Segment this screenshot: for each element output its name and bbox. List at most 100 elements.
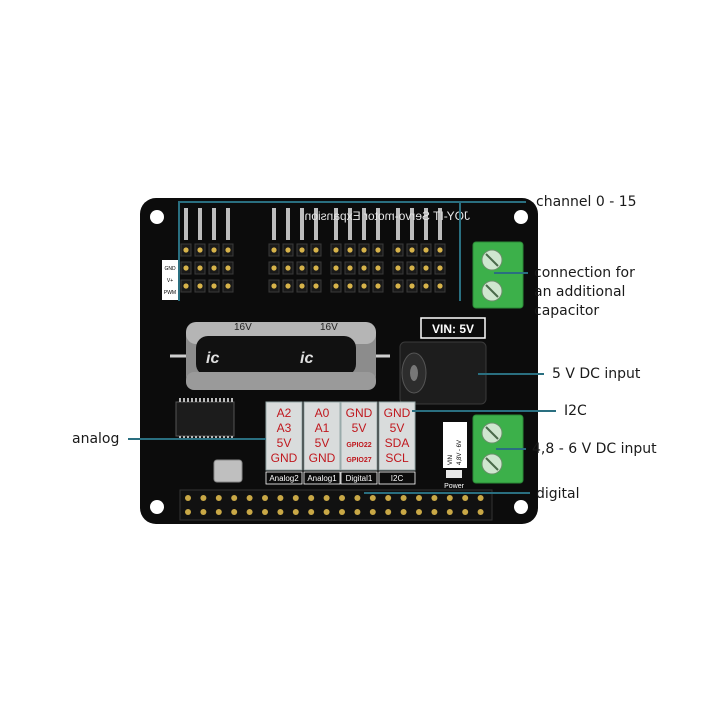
servo-channel-pin-column <box>296 208 308 293</box>
servo-channel-pin-column <box>406 208 418 293</box>
leader-digital <box>364 492 530 494</box>
power-label: Power <box>444 483 465 490</box>
gpio-pin <box>339 509 345 515</box>
pin-label: SCL <box>385 451 409 465</box>
gpio-pin <box>292 509 299 515</box>
gpio-pin <box>477 509 484 515</box>
servo-channel-pin-column <box>420 208 432 293</box>
board-title-silk: JOY-IT Servo-motor Expansion <box>305 209 470 223</box>
servo-channel-pin-column <box>358 208 370 293</box>
gpio-pin <box>354 509 361 515</box>
vin-label: VIN: 5V <box>432 322 474 336</box>
capacitor-terminal-block <box>472 241 524 309</box>
pin-label: A2 <box>277 406 292 420</box>
gpio-pin <box>369 509 376 515</box>
vin-range-plate <box>443 422 467 468</box>
gpio-pin <box>308 495 315 501</box>
gpio-pin <box>369 495 376 501</box>
gpio-pin <box>185 495 191 501</box>
pin-block-label: Analog1 <box>307 474 337 483</box>
leader-channels-right <box>459 201 461 301</box>
gpio-pin <box>446 495 453 501</box>
gpio-pin <box>400 495 407 501</box>
vin-label-box <box>420 317 486 339</box>
capacitor-marking: 16V <box>234 322 252 333</box>
gpio-pin <box>416 495 422 501</box>
capacitor-marking: 16V <box>320 322 338 333</box>
gpio-pin <box>416 509 422 515</box>
leader-dc5v <box>478 373 544 375</box>
pin-label: 5V <box>390 421 405 435</box>
pin-label: GPIO27 <box>346 457 371 464</box>
pin-label-gnd: GND <box>164 266 176 272</box>
servo-channel-pin-column <box>268 208 280 293</box>
servo-channel-pin-column <box>344 208 356 293</box>
servo-channel-pin-column <box>310 208 322 293</box>
gpio-pin <box>262 509 268 515</box>
pin-block-label: I2C <box>391 474 404 483</box>
svg-text:ic: ic <box>300 350 313 367</box>
gpio-pin <box>431 509 438 515</box>
leader-channels <box>178 201 526 203</box>
vin-range-label: VIN <box>448 455 454 465</box>
pin-label: A0 <box>315 406 330 420</box>
gpio-pin <box>446 509 453 515</box>
pin-label: A3 <box>277 421 292 435</box>
servo-channel-pin-column <box>372 208 384 293</box>
servo-channel-pin-column <box>434 208 446 293</box>
pin-label: GND <box>271 451 298 465</box>
gpio-pin <box>354 495 361 501</box>
gpio-pin <box>185 509 191 515</box>
servo-channel-pin-column <box>222 208 234 293</box>
callout-capacitor-line1: connection for <box>534 265 635 281</box>
servo-channel-pin-column <box>180 208 192 293</box>
pin-label: SDA <box>385 436 410 450</box>
gpio-pin <box>323 495 330 501</box>
leader-channels-left <box>178 201 180 301</box>
callout-dc5v: 5 V DC input <box>552 366 641 382</box>
callout-i2c: I2C <box>564 403 587 419</box>
pin-label: GND <box>384 406 411 420</box>
gpio-pin <box>385 509 392 515</box>
leader-capacitor <box>494 272 528 274</box>
callout-capacitor: connection for an additional capacitor <box>534 264 635 321</box>
pin-label: 5V <box>352 421 367 435</box>
pin-label: 5V <box>277 436 292 450</box>
pin-label: A1 <box>315 421 330 435</box>
gpio-header <box>179 489 493 521</box>
mounting-hole <box>514 210 528 224</box>
servo-channel-pin-column <box>194 208 206 293</box>
callout-analog: analog <box>72 431 120 447</box>
power-led <box>446 470 462 478</box>
gpio-pin <box>215 495 222 501</box>
servo-channel-pin-column <box>208 208 220 293</box>
pin-label: 5V <box>315 436 330 450</box>
pin-label: GPIO22 <box>346 442 371 449</box>
pin-label: GND <box>309 451 336 465</box>
gpio-pin <box>246 495 253 501</box>
gpio-pin <box>262 495 268 501</box>
gpio-pin <box>323 509 330 515</box>
leader-analog <box>128 438 266 440</box>
gpio-pin <box>462 495 469 501</box>
callout-dc-range: 4,8 - 6 V DC input <box>532 441 657 457</box>
gpio-pin <box>477 495 484 501</box>
gpio-pin <box>200 495 207 501</box>
gpio-pin <box>200 509 207 515</box>
crystal <box>213 459 243 483</box>
gpio-pin <box>400 509 407 515</box>
capacitor: ic ic 16V 16V <box>170 322 390 390</box>
pin-label-vplus: V+ <box>167 278 173 284</box>
mounting-hole <box>150 500 164 514</box>
gpio-pin <box>277 495 284 501</box>
gpio-pin <box>246 509 253 515</box>
pin-block-label: Analog2 <box>269 474 299 483</box>
servo-channel-pin-column <box>282 208 294 293</box>
pin-label: GND <box>346 406 373 420</box>
vin-range-value: 4,8V - 6V <box>457 440 463 465</box>
callout-capacitor-line2: an additional <box>534 284 626 300</box>
